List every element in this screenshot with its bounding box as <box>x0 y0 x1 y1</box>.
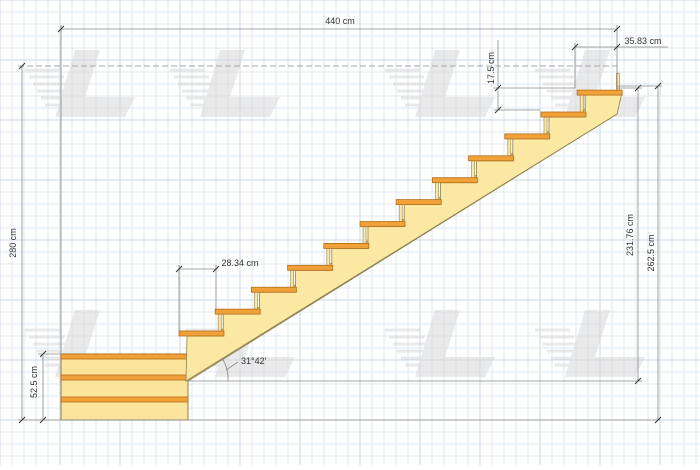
tread-6 <box>359 221 406 227</box>
dimension-tick <box>39 416 47 424</box>
tread-5 <box>323 242 370 249</box>
tread-10 <box>504 133 551 140</box>
top-tread-label: 35.83 cm <box>624 36 661 46</box>
watermark-logo <box>385 310 495 377</box>
total-length-label: 440 cm <box>325 16 355 26</box>
dimension-tick <box>571 43 579 51</box>
dimension-tick <box>613 25 621 33</box>
dimension-tick <box>39 350 47 358</box>
watermark-logo <box>170 50 280 117</box>
watermark-chevron-shape <box>415 310 495 377</box>
stringer-rise-label: 231.76 cm <box>625 214 635 256</box>
tread-3 <box>250 286 297 293</box>
dimension-tick <box>494 84 502 92</box>
pitch-angle-leader <box>225 361 239 371</box>
landing-body <box>60 353 189 421</box>
dimension-tick <box>175 265 183 273</box>
stair-rise-label: 262.5 cm <box>646 234 656 271</box>
tread-depth-label: 28.34 cm <box>221 258 258 268</box>
dimension-tick <box>654 416 662 424</box>
tread-4 <box>287 264 334 271</box>
watermark-logo <box>535 310 645 377</box>
landing-board-1 <box>60 353 189 360</box>
landing-board-2 <box>60 374 189 381</box>
dimension-tick <box>18 416 26 424</box>
watermark-logo <box>385 50 495 117</box>
stair-steps <box>178 72 623 382</box>
tread-12 <box>576 89 623 96</box>
tread-11 <box>540 111 587 118</box>
watermark-chevron-shape <box>565 310 645 377</box>
tread-2 <box>214 308 261 315</box>
watermark-chevron-shape <box>200 50 280 117</box>
tread-7 <box>395 199 442 206</box>
total-height-label: 280 cm <box>8 228 18 258</box>
dimension-tick <box>57 25 65 33</box>
dimension-tick <box>613 43 621 51</box>
dimension-tick <box>212 265 220 273</box>
dimension-lines <box>18 25 668 424</box>
tread-9 <box>468 155 515 162</box>
dimension-tick <box>634 377 642 385</box>
landing-block <box>60 353 189 421</box>
pitch-angle-arc <box>221 357 229 382</box>
tread-1 <box>178 330 225 337</box>
dimension-tick <box>654 82 662 90</box>
tread-8 <box>431 177 478 184</box>
pitch-angle-label: 31°42' <box>241 356 267 366</box>
watermark-chevron-shape <box>55 50 135 117</box>
landing-board-3 <box>60 396 189 403</box>
dimension-tick <box>494 106 502 114</box>
landing-height-label: 52.5 cm <box>29 366 39 398</box>
riser-height-label: 17.5 cm <box>486 52 496 84</box>
dimension-tick <box>18 62 26 70</box>
watermark-chevron-shape <box>415 50 495 117</box>
watermark-logo <box>25 50 135 117</box>
